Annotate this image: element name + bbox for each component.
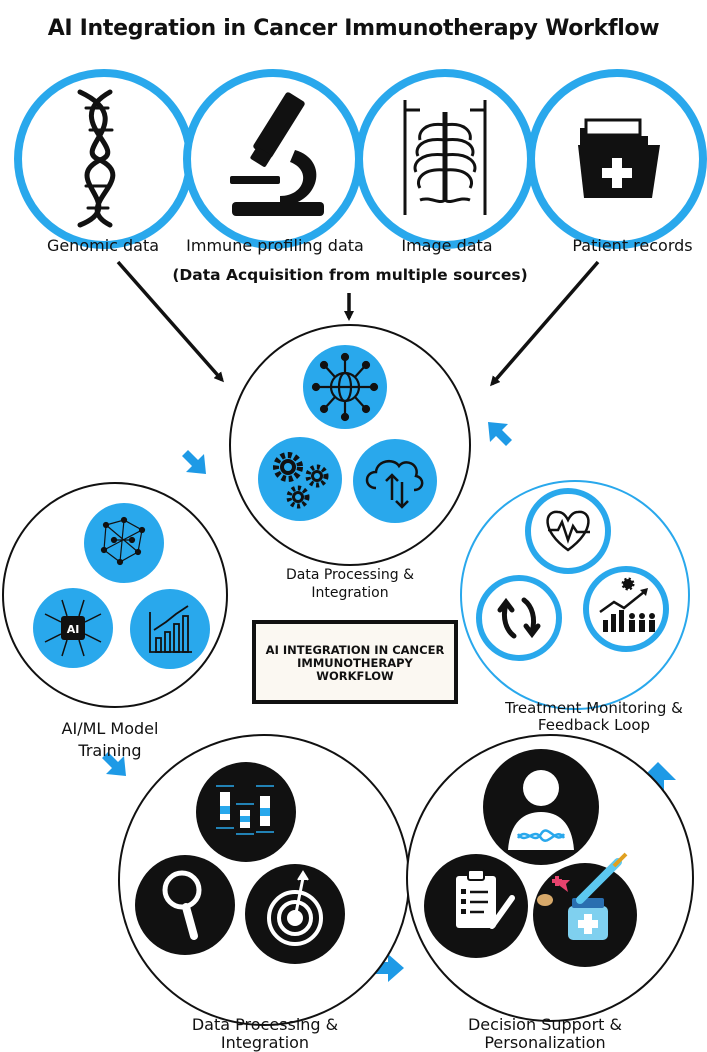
neural-network-icon xyxy=(100,516,146,566)
source-immune xyxy=(183,69,363,249)
label-treatment: Treatment Monitoring & Feedback Loop xyxy=(486,700,702,734)
label-treatment-line1: Treatment Monitoring & xyxy=(505,699,683,717)
stage-ai-training: AI xyxy=(2,482,228,708)
heartbeat-icon xyxy=(546,510,590,552)
label-ai-training-line1: AI/ML Model xyxy=(61,719,159,738)
arrow-patient xyxy=(490,260,600,387)
stage-treatment xyxy=(460,480,690,710)
label-patient: Patient records xyxy=(572,236,693,255)
network-globe-icon xyxy=(311,352,379,422)
center-title-line2: IMMUNOTHERAPY xyxy=(297,655,413,670)
center-title-box: AI INTEGRATION IN CANCER IMMUNOTHERAPY W… xyxy=(252,620,458,704)
label-processing-bottom-line1: Data Processing & xyxy=(191,1015,339,1034)
stage-processing-bottom xyxy=(118,734,410,1026)
gears-icon xyxy=(273,452,329,509)
source-patient xyxy=(527,69,707,249)
label-genomic: Genomic data xyxy=(46,236,160,255)
acquisition-caption: (Data Acquisition from multiple sources) xyxy=(172,266,528,284)
center-title-text: AI INTEGRATION IN CANCER IMMUNOTHERAPY W… xyxy=(257,642,453,683)
doctor-icon xyxy=(508,770,574,850)
label-ai-training: AI/ML Model Training xyxy=(20,718,200,762)
refresh-icon xyxy=(497,597,541,639)
blue-arrow-4 xyxy=(372,954,404,982)
cloud-sync-icon xyxy=(365,459,424,509)
stage-decision xyxy=(406,734,694,1022)
label-decision: Decision Support & Personalization xyxy=(420,1016,670,1052)
blue-arrow-3 xyxy=(102,752,126,776)
magnifier-icon xyxy=(162,870,202,940)
label-immune: Immune profiling data xyxy=(186,236,364,255)
label-decision-line2: Personalization xyxy=(484,1033,606,1052)
source-image xyxy=(355,69,535,249)
medicine-icon xyxy=(537,852,628,940)
label-treatment-line2: Feedback Loop xyxy=(537,716,651,734)
label-ai-training-line2: Training xyxy=(78,741,142,760)
label-processing-bottom: Data Processing & Integration xyxy=(140,1016,390,1052)
performance-chart-icon xyxy=(599,577,655,632)
page-title: AI Integration in Cancer Immunotherapy W… xyxy=(47,16,660,41)
arrow-genomic xyxy=(116,260,224,383)
center-title-line3: WORKFLOW xyxy=(316,668,394,683)
label-image: Image data xyxy=(401,236,493,255)
target-icon xyxy=(267,870,323,946)
blue-arrow-2 xyxy=(488,422,512,446)
center-title-line1: AI INTEGRATION IN CANCER xyxy=(265,642,445,657)
label-decision-line1: Decision Support & xyxy=(467,1015,622,1034)
microscope-icon xyxy=(230,92,324,216)
growth-chart-icon xyxy=(149,605,192,653)
dna-icon xyxy=(77,89,116,228)
stage-processing-top xyxy=(229,324,471,566)
source-genomic xyxy=(14,69,194,249)
xray-icon xyxy=(403,100,487,215)
medical-folder-icon xyxy=(578,118,660,198)
ai-chip-icon: AI xyxy=(44,599,102,657)
svg-text:AI: AI xyxy=(67,623,80,636)
blue-arrow-5 xyxy=(640,762,676,800)
blue-arrow-1 xyxy=(182,450,206,474)
label-processing-bottom-line2: Integration xyxy=(220,1033,310,1052)
label-processing-top-line1: Data Processing & xyxy=(285,567,414,583)
label-processing-top: Data Processing & Integration xyxy=(250,566,450,602)
label-processing-top-line2: Integration xyxy=(311,585,389,601)
checklist-icon xyxy=(456,869,515,929)
data-bars-icon xyxy=(216,785,274,835)
